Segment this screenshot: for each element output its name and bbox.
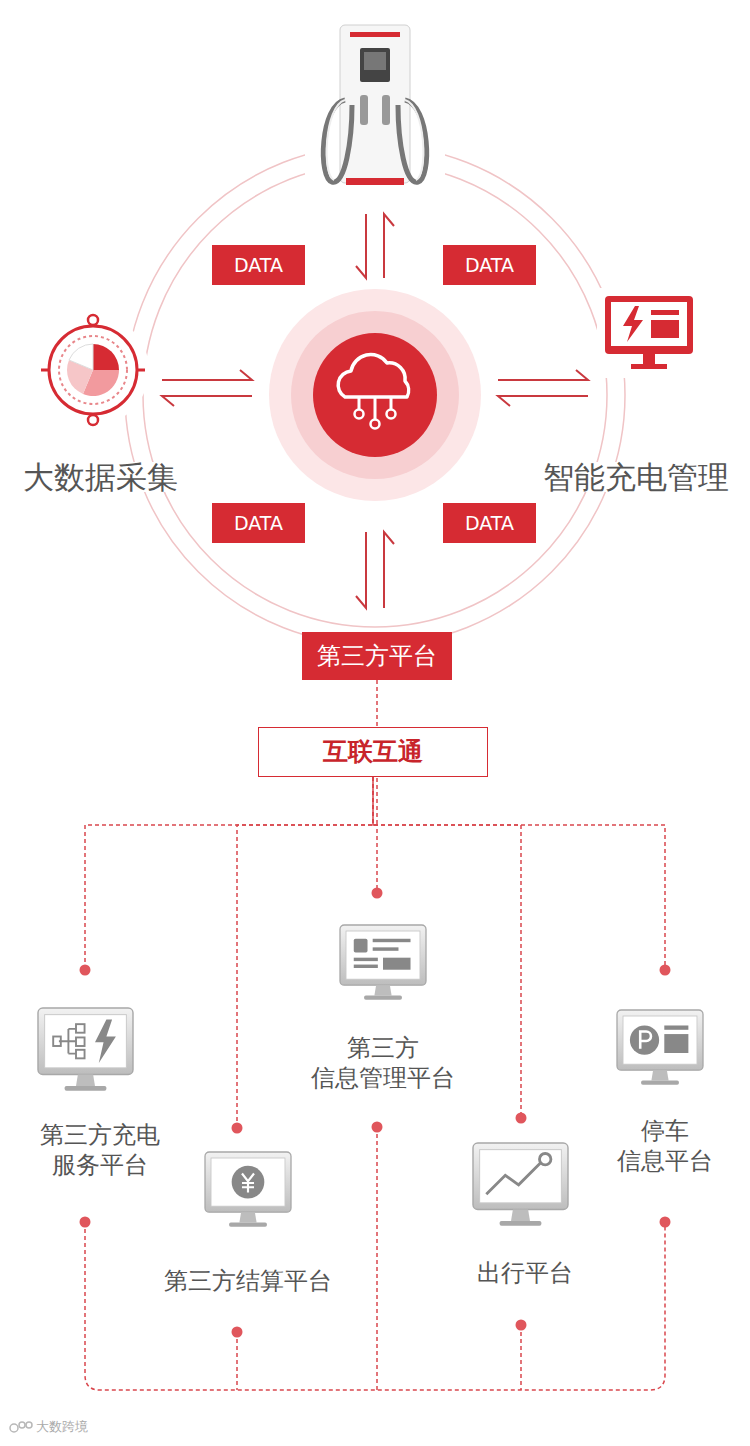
platform-node: 出行平台 — [455, 1118, 595, 1288]
node-text: 第三方结算平台 — [164, 1266, 332, 1296]
feature-label: 智能充电管理 — [530, 290, 742, 492]
node-text: 第三方 信息管理平台 — [287, 1033, 478, 1093]
node-text: DATA — [465, 512, 514, 535]
watermark-logo — [10, 1422, 32, 1432]
node-text: DATA — [234, 512, 283, 535]
data-tag: DATA — [212, 503, 305, 543]
interconnect-box: 互联互通 — [258, 727, 488, 777]
connector-dot — [516, 1113, 527, 1124]
settlement-icon — [205, 1152, 291, 1227]
node-text: 第三方充电 服务平台 — [17, 1120, 183, 1180]
connector-dot — [80, 965, 91, 976]
watermark: 大数跨境 — [36, 1418, 88, 1436]
dashed-connector — [373, 777, 665, 970]
inner-ring — [143, 163, 607, 627]
platform-node: 第三方充电 服务平台 — [17, 970, 183, 1180]
bottom-bus — [85, 1127, 665, 1390]
connector-dot — [232, 1123, 243, 1134]
travel-icon — [473, 1143, 568, 1226]
feature-label: 大数据采集 — [8, 310, 192, 492]
node-text: 第三方平台 — [317, 642, 437, 671]
platform-node: 第三方 信息管理平台 — [287, 893, 478, 1093]
data-tag: DATA — [212, 245, 305, 285]
cloud-hub — [269, 289, 481, 501]
node-text: 停车 信息平台 — [592, 1116, 738, 1176]
platform-node: 停车 信息平台 — [592, 970, 738, 1176]
charger-illustration — [305, 15, 445, 195]
data-tag: DATA — [443, 503, 536, 543]
outer-ring — [125, 145, 625, 645]
node-text: 出行平台 — [477, 1258, 573, 1288]
node-text: 大数据采集 — [20, 462, 181, 492]
data-exchange-arrows — [162, 214, 588, 608]
connector-dot — [660, 965, 671, 976]
big-data-icon — [37, 314, 149, 426]
bus-dots — [80, 1122, 671, 1338]
node-text: 智能充电管理 — [540, 462, 732, 492]
connector-dot — [372, 888, 383, 899]
platform-box: 第三方平台 — [302, 632, 452, 680]
data-tag: DATA — [443, 245, 536, 285]
node-text: 互联互通 — [323, 737, 423, 767]
parking-icon — [617, 1010, 703, 1085]
info-management-icon — [340, 925, 426, 1000]
node-text: DATA — [465, 254, 514, 277]
charging-monitor-icon — [597, 288, 701, 378]
node-text: DATA — [234, 254, 283, 277]
platform-node: 第三方结算平台 — [140, 1128, 355, 1296]
dashed-connector — [85, 777, 373, 970]
charging-service-icon — [38, 1008, 133, 1091]
